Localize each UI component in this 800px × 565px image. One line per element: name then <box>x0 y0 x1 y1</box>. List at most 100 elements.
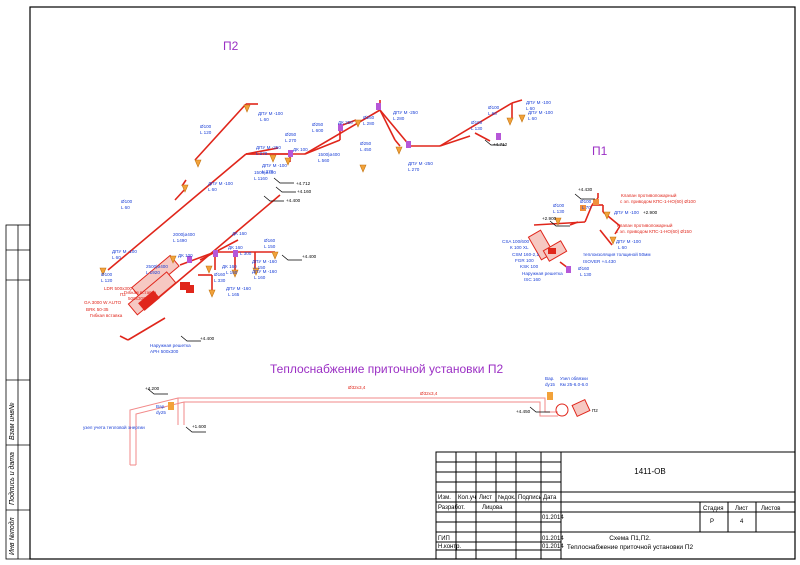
p1-labels-text: Ø160 <box>578 266 590 271</box>
doc-code: 1411-ОВ <box>634 467 665 476</box>
p2-labels-text: L 160 <box>254 275 266 280</box>
p2-dampers <box>187 103 501 263</box>
heat-labels-text: +4.200 <box>145 386 160 391</box>
p2-labels-text: Наружная решетка <box>150 343 191 348</box>
p2-labels-text: L 280 <box>363 121 375 126</box>
tb-razrab-date: 01.2014 <box>542 515 564 521</box>
p1-labels-text: ДПУ М -100 <box>614 210 639 215</box>
side-stamp-inv-replace: Взам инв№ <box>9 402 16 440</box>
p1-labels-text: Клапан противопожарный <box>617 222 673 228</box>
tb-gip: ГИП <box>438 536 450 542</box>
p1-unit <box>527 229 568 262</box>
tb-h-podpis: Подпись <box>518 495 542 501</box>
p2-labels-text: Гибкая вставка <box>124 290 157 295</box>
tb-nkontr-date: 01.2014 <box>542 544 564 550</box>
p2-labels-text: L 60 <box>112 255 121 260</box>
p2-labels-text: L 270 <box>262 169 274 174</box>
heat-labels-text: Км 25-6.0-6.0 <box>560 382 588 387</box>
p2-labels-text: L 160 <box>226 270 238 275</box>
p2-labels-text: L 1160 <box>254 176 268 181</box>
p2-elevation-marks <box>180 139 505 342</box>
heat-labels-text: Ø32х3,4 <box>348 385 366 390</box>
p2-labels-text: Ø100 <box>200 124 212 129</box>
p2-labels-text: Ø100 <box>488 105 500 110</box>
p2-labels-text: L 60 <box>121 205 130 210</box>
p2-air-handling-unit <box>127 254 194 316</box>
p2-labels-text: L 60 <box>488 111 497 116</box>
p2-labels-text: ДК 160 <box>228 245 243 250</box>
p2-labels-text: L 60 <box>526 106 535 111</box>
p2-labels-text: L 120 <box>200 130 212 135</box>
heat-labels-text: Вар. <box>545 376 554 381</box>
p2-labels-text: L 120 <box>101 278 113 283</box>
p1-labels-text: с эл. приводом КПС-1-НО(60) Ø100 <box>620 199 696 204</box>
tb-sheets-h: Листов <box>761 506 781 512</box>
tb-razrab: Разработ. <box>438 505 465 511</box>
p1-labels-text: К 100 XL <box>510 245 529 250</box>
p2-labels-text: Ø160 <box>264 238 276 243</box>
p2-labels-text: +4.400 <box>286 198 301 203</box>
side-stamp-sign-date: Подпись и дата <box>8 452 16 505</box>
p1-labels-text: L 60 <box>618 245 627 250</box>
p2-labels-text: ДПУ М -100 <box>112 249 137 254</box>
p2-labels-text: 1500|ø400 <box>254 170 276 175</box>
p2-labels-text: ДПУ М -250 <box>393 110 418 115</box>
tb-h-ndok: №док. <box>498 494 516 501</box>
p2-labels-text: Ø250 <box>363 115 375 120</box>
p2-labels-text: L 60 <box>260 117 269 122</box>
heat-labels-text: +1.600 <box>192 424 207 429</box>
p2-labels-text: Ø100 <box>471 120 483 125</box>
p2-labels-text: 2000|ø400 <box>173 232 195 237</box>
heat-labels-text: dy15 <box>545 382 555 387</box>
p2-labels-text: +4.712 <box>296 181 311 186</box>
p2-labels-text: П2 <box>120 292 126 297</box>
tb-h-izm: Изм. <box>438 495 451 501</box>
p1-labels-text: CSM 160-2,1 <box>512 252 540 257</box>
p2-labels-text: ДК 250 <box>338 120 353 125</box>
tb-sheet-title-2: Теплоснабжение приточной установки П2 <box>567 543 694 551</box>
p1-labels-text: KSK 100 <box>520 264 539 269</box>
p2-labels-text: L 1920 <box>146 270 160 275</box>
p2-labels-text: L 560 <box>318 158 330 163</box>
p2-labels-text: BRK 50-35 <box>86 307 109 312</box>
p1-labels-text: +2.900 <box>643 210 658 215</box>
p1-labels-text: ISC 160 <box>524 277 541 282</box>
p2-labels-text: ДПУ М -100 <box>526 100 551 105</box>
p1-labels-text: Наружная решетка <box>522 271 563 276</box>
tb-h-date: Дата <box>543 495 557 501</box>
p1-labels-text: L 130 <box>580 272 592 277</box>
p2-labels-text: АРН 500х300 <box>150 349 179 354</box>
p2-labels-text: L 130 <box>471 126 483 131</box>
p2-labels-text: LDR 500х300 <box>104 286 133 291</box>
p1-labels-text: +4.430 <box>578 187 593 192</box>
heat-elevation-marks <box>147 388 550 433</box>
tb-gip-date: 01.2014 <box>542 536 564 542</box>
tb-stage-h: Стадия <box>703 506 723 512</box>
heat-labels-text: Ø32х3,4 <box>420 391 438 396</box>
heat-labels-text: П2 <box>592 408 598 413</box>
heat-supply-piping <box>129 397 558 466</box>
p2-labels-text: ДПУ М -250 <box>256 145 281 150</box>
tb-razrab-name: Лицова <box>482 505 503 511</box>
p2-labels-text: ДПУ М -250 <box>408 161 433 166</box>
heat-supply-heading: Теплоснабжение приточной установки П2 <box>270 362 503 376</box>
p2-labels-text: ДПУ М -160 <box>226 286 251 291</box>
p2-labels-text: +4.400 <box>302 254 317 259</box>
heat-labels-text: Вар. <box>156 404 165 409</box>
p2-labels-text: +4.712 <box>493 142 508 147</box>
tb-stage: Р <box>710 519 714 525</box>
p1-labels-text: L 70 <box>582 205 591 210</box>
p1-diffusers <box>554 211 617 245</box>
p1-labels-text: Ø100 <box>553 203 565 208</box>
p1-labels-text: с эл. приводом КПС-1-НО(60) Ø150 <box>616 229 692 234</box>
p1-labels-text: ISOVER +4.430 <box>583 259 616 264</box>
p2-labels-text: L 270 <box>408 167 420 172</box>
p2-labels-text: ДК 100 <box>178 253 193 258</box>
section-p2-heading: П2 <box>223 39 239 53</box>
section-p1-heading: П1 <box>592 144 608 158</box>
p2-labels-text: Ø250 <box>360 141 372 146</box>
tb-nkontr: Н.контр. <box>438 544 461 550</box>
p1-labels-text: Ø100 <box>580 199 592 204</box>
